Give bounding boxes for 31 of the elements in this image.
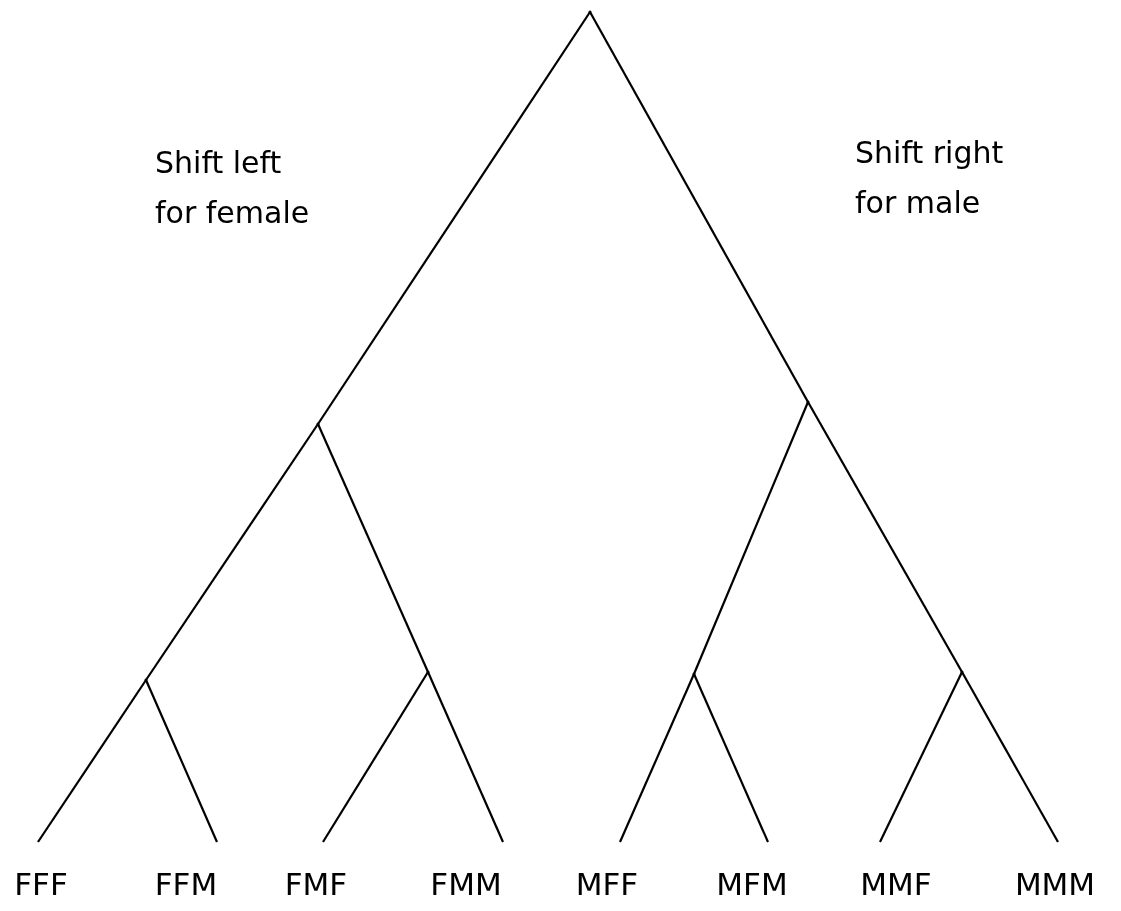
branch-point xyxy=(960,670,964,674)
branch-note: Shift right for male xyxy=(855,134,1005,222)
branch-line xyxy=(145,423,319,681)
branch-point xyxy=(426,670,430,674)
branch-point xyxy=(316,422,320,426)
branch-line xyxy=(619,673,695,843)
branch-line xyxy=(37,679,147,843)
branch-point xyxy=(144,678,148,682)
branch-line xyxy=(317,11,591,425)
leaf-label: MMF xyxy=(848,842,944,904)
branch-line xyxy=(693,673,769,843)
branch-line xyxy=(961,671,1059,843)
leaf-label: FMM xyxy=(412,842,520,904)
leaf-label: FFM xyxy=(138,842,234,904)
branch-point xyxy=(692,672,696,676)
leaf-label: MFM xyxy=(698,842,806,904)
branch-line xyxy=(693,401,809,675)
branch-line xyxy=(322,671,429,843)
branch-line xyxy=(427,671,504,843)
leaf-label: MFF xyxy=(558,842,656,904)
branch-line xyxy=(879,671,963,843)
leaf-label: FFF xyxy=(8,842,74,904)
branch-line xyxy=(589,11,809,403)
branch-point xyxy=(806,400,810,404)
leaf-label: FMF xyxy=(272,842,360,904)
branch-line xyxy=(807,401,963,673)
branch-line xyxy=(317,423,429,673)
branch-note: Shift left for female xyxy=(155,144,311,232)
branch-line xyxy=(145,679,218,843)
branch-point xyxy=(588,10,592,14)
leaf-label: MMM xyxy=(998,842,1112,904)
